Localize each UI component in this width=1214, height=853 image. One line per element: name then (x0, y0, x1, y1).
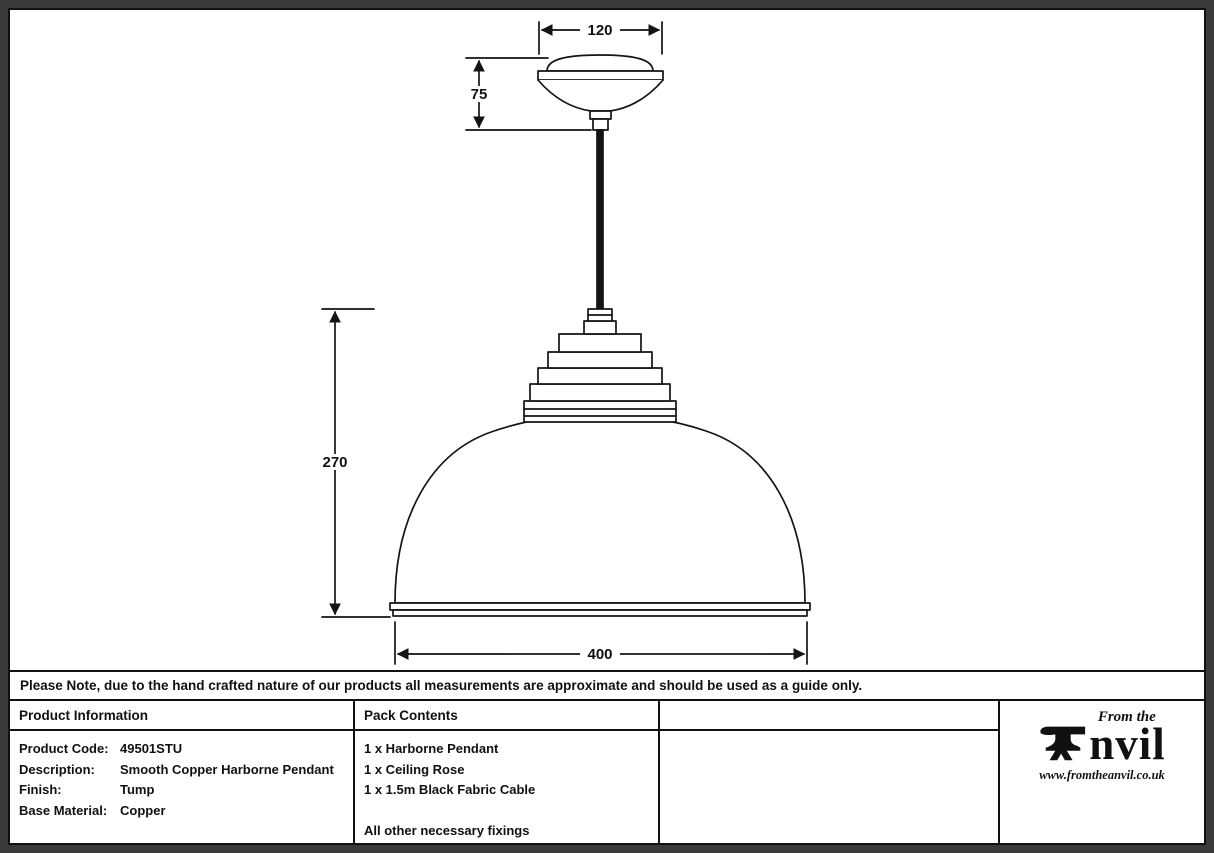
pack-item: 1 x 1.5m Black Fabric Cable (364, 782, 536, 797)
empty-header-cell (660, 701, 1000, 731)
pack-item: 1 x Ceiling Rose (364, 761, 465, 777)
product-info-rows: Product Code: 49501STU Description: Smoo… (19, 739, 347, 821)
fabric-cable (596, 129, 604, 310)
product-info-body: Product Code: 49501STU Description: Smoo… (10, 731, 355, 843)
pack-contents-header: Pack Contents (355, 701, 660, 731)
dim-label-rose-width: 120 (587, 22, 612, 39)
product-code-value: 49501STU (120, 741, 183, 756)
description-value: Smooth Copper Harborne Pendant (120, 761, 334, 777)
lamp-gallery (523, 308, 677, 423)
brand-wordmark: nvil (1038, 719, 1166, 770)
ceiling-rose (537, 54, 664, 131)
dim-label-rose-height: 75 (471, 86, 488, 103)
base-material-label: Base Material: (19, 802, 108, 818)
pack-item: 1 x Harborne Pendant (364, 741, 499, 756)
dim-label-shade-width: 400 (587, 646, 612, 663)
brand-logo-inner: From the nvil www.fromtheanvil.co.uk (1038, 701, 1166, 843)
lamp-shade (389, 414, 811, 617)
spec-sheet: 120 75 270 400 Please Note, due to the h… (8, 8, 1206, 845)
brand-name-text: nvil (1089, 719, 1166, 770)
brand-tagline: From the (1097, 709, 1156, 725)
technical-drawing: 120 75 270 400 (10, 10, 1204, 670)
empty-body-cell (660, 731, 1000, 843)
info-table: Product Information Pack Contents Produc… (10, 699, 1204, 843)
description-label: Description: (19, 761, 95, 777)
base-material-value: Copper (120, 802, 166, 818)
note-text: Please Note, due to the hand crafted nat… (20, 678, 863, 693)
pack-footer: All other necessary fixings (364, 822, 530, 838)
note-row: Please Note, due to the hand crafted nat… (10, 670, 1204, 699)
product-code-label: Product Code: (19, 741, 109, 756)
finish-label: Finish: (19, 782, 62, 797)
finish-value: Tump (120, 782, 155, 797)
pack-contents-body: 1 x Harborne Pendant 1 x Ceiling Rose 1 … (355, 731, 660, 843)
dim-label-shade-height: 270 (322, 454, 347, 471)
brand-logo: From the nvil www.fromtheanvil.co.uk (1000, 701, 1204, 843)
anvil-icon (1040, 726, 1086, 761)
product-info-header: Product Information (10, 701, 355, 731)
brand-website: www.fromtheanvil.co.uk (1039, 768, 1165, 782)
pendant-drawing: 120 75 270 400 (315, 21, 811, 665)
